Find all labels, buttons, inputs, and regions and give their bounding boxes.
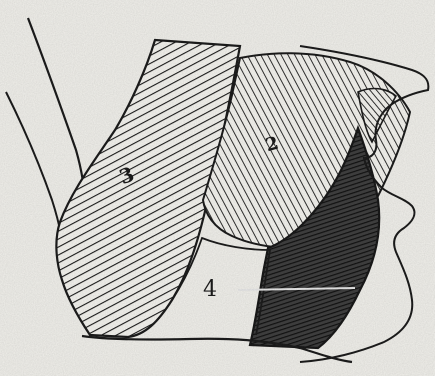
muscle-sketch-drawing: 3 2 4 [0,0,435,376]
paper-grain [0,0,435,376]
